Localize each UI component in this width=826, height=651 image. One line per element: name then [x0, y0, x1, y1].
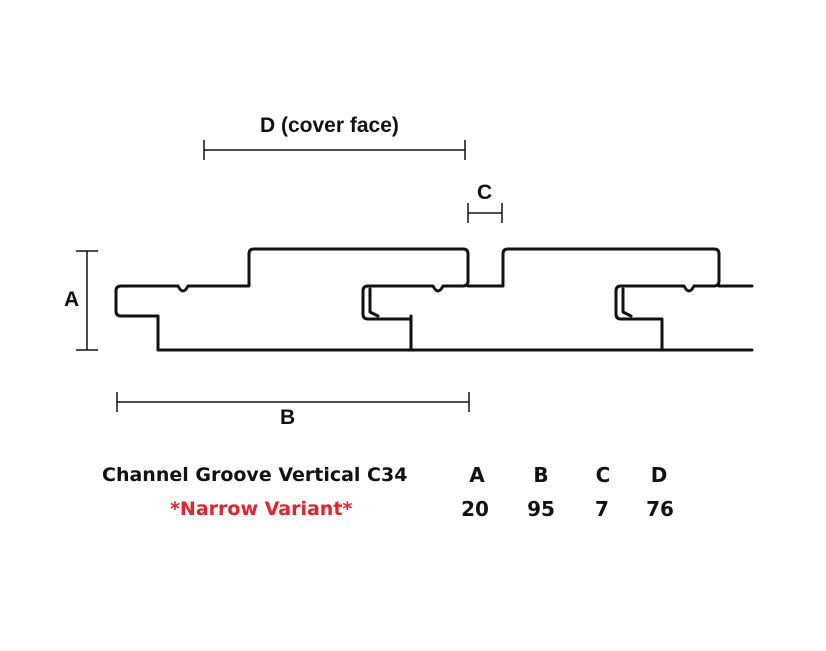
- board-2-tongue-line: [621, 287, 633, 318]
- variant-label: *Narrow Variant*: [170, 498, 353, 520]
- spec-value-a: 20: [461, 497, 489, 521]
- spec-header-b: B: [533, 463, 549, 487]
- spec-value-b: 95: [527, 497, 555, 521]
- spec-header-c: C: [595, 463, 611, 487]
- dim-d-label: D (cover face): [260, 114, 399, 137]
- dim-a-label: A: [64, 288, 80, 311]
- board-1-tongue-line: [368, 287, 380, 318]
- dim-c-label: C: [477, 181, 493, 204]
- board-profile-2: [366, 247, 721, 352]
- dim-b-label: B: [280, 406, 296, 429]
- spec-header-d: D: [650, 463, 668, 487]
- spec-header-a: A: [469, 463, 485, 487]
- product-name: Channel Groove Vertical C34: [102, 464, 408, 486]
- spec-value-c: 7: [595, 497, 609, 521]
- board-profile-3: [660, 284, 754, 352]
- board-profile-1: [114, 247, 470, 352]
- spec-value-d: 76: [646, 497, 674, 521]
